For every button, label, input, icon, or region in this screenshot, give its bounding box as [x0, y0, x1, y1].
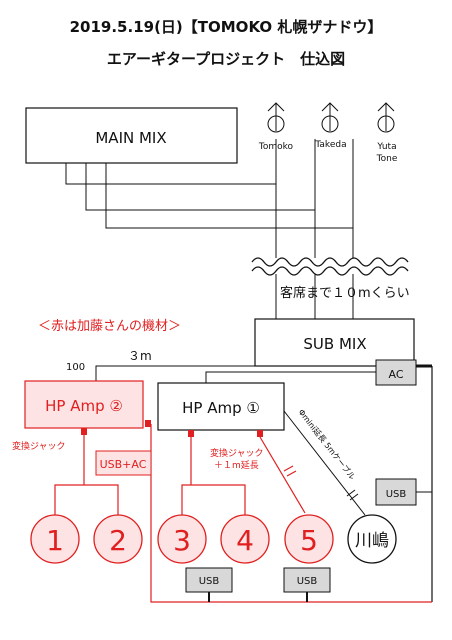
hp-amp-2-box	[24, 380, 144, 429]
output-2: 2	[93, 514, 143, 564]
ac-box	[375, 359, 417, 386]
mic-yuta-tone-icon	[377, 102, 395, 133]
usb-ac-label: USB+AC	[100, 458, 147, 471]
title-line-1: 2019.5.19(日)【TOMOKO 札幌ザナドウ】	[69, 18, 383, 36]
hp-amp-2-power-jack	[145, 420, 151, 427]
hp-amp-1-jack-left	[188, 430, 194, 437]
usb-bottom-1-box	[185, 567, 233, 593]
usb-ac-box	[95, 450, 152, 476]
cable-3m-label: ３m	[128, 349, 152, 363]
mini-cable	[283, 410, 366, 516]
hp-amp-2-jack	[81, 428, 87, 435]
main-mix-box	[25, 107, 238, 164]
output-3-label: 3	[173, 524, 191, 557]
output-2-label: 2	[109, 524, 127, 557]
converter-jack-note: 変換ジャック	[12, 440, 66, 452]
red-equipment-note: ＜赤は加藤さんの機材＞	[38, 319, 181, 334]
mic-label-yuta: Yuta	[376, 142, 396, 152]
main-mix-label: MAIN MIX	[95, 129, 166, 147]
usb-right-box	[375, 478, 417, 506]
output-5-label: 5	[300, 524, 318, 557]
hp-amp-1-box	[157, 382, 285, 431]
output-kawashima-label: 川嶋	[355, 531, 389, 551]
output-3: 3	[157, 514, 207, 564]
converter-jack-ext-note-1: 変換ジャック	[210, 447, 264, 459]
ac-label: AC	[388, 368, 403, 381]
mic-label-tomoko: Tomoko	[258, 142, 294, 152]
audience-distance-note: 客席まで１０mくらい	[280, 285, 410, 301]
main-mix-lines	[65, 139, 354, 321]
usb-right-label: USB	[386, 489, 407, 500]
converter-jack-ext-note-2: ＋１m延長	[214, 459, 259, 471]
mic-tomoko-icon	[267, 102, 285, 133]
output-1: 1	[30, 514, 80, 564]
sub-mix-box	[254, 318, 415, 367]
output-kawashima: 川嶋	[347, 514, 397, 564]
hp-amp-1-jack-right	[257, 430, 263, 437]
output-4-label: 4	[236, 524, 254, 557]
output-4: 4	[220, 514, 270, 564]
output-1-label: 1	[46, 524, 64, 557]
title-line-2: エアーギタープロジェクト 仕込図	[106, 50, 346, 68]
cable-break-wave	[251, 257, 409, 276]
output-5: 5	[284, 514, 334, 564]
mic-label-takeda: Takeda	[314, 140, 346, 150]
red-cables	[54, 424, 432, 603]
sub-mix-label: SUB MIX	[303, 335, 366, 353]
hp-amp-1-label: HP Amp ①	[182, 399, 260, 417]
hp-amp-2-label: HP Amp ②	[45, 397, 123, 415]
cable-100-label: 100	[66, 362, 85, 373]
sub-mix-output-lines	[95, 364, 433, 602]
mic-takeda-icon	[321, 102, 339, 133]
usb-bottom-1-label: USB	[199, 576, 220, 587]
mini-cable-note: Φmini延長 5mケーブル	[296, 407, 357, 481]
usb-bottom-2-label: USB	[297, 576, 318, 587]
mic-label-tone: Tone	[376, 154, 398, 164]
